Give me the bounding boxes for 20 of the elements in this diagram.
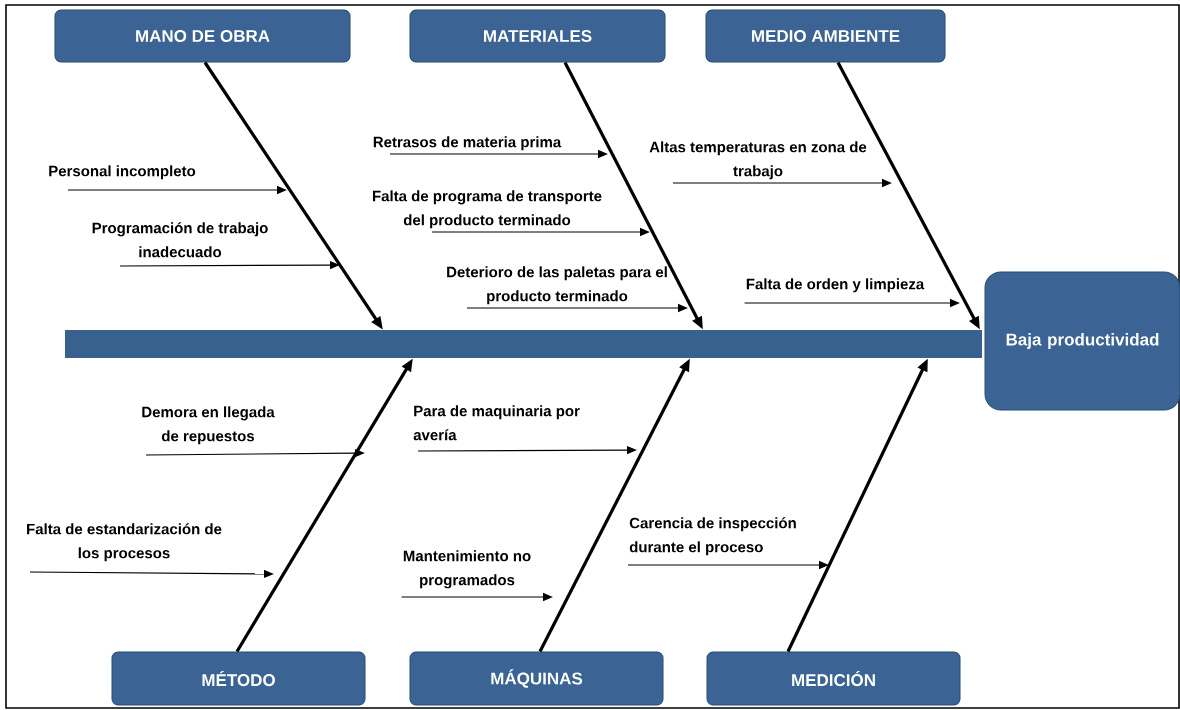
cause-text: Carencia de inspección durante el proceso: [629, 517, 796, 556]
cause-text: Deterioro de las paletas para el producto terminado: [447, 266, 667, 305]
cause-text: Falta de orden y limpieza: [746, 278, 925, 293]
cause-text: Programación de trabajo inadecuado: [92, 222, 268, 258]
category-box: MÁQUINAS: [409, 651, 664, 706]
category-box: MEDIO AMBIENTE: [705, 9, 946, 63]
cause-text: Personal incompleto: [49, 165, 196, 180]
cause-text: Retrasos de materia prima: [373, 136, 562, 151]
category-box: MÉTODO: [111, 651, 366, 706]
effect-box: Baja productividad: [984, 271, 1180, 411]
cause-text: Altas temperaturas en zona de trabajo: [649, 141, 867, 180]
category-box: MEDICIÓN: [706, 651, 961, 706]
cause-text: Mantenimiento no programados: [403, 550, 531, 589]
cause-text: Demora en llegada de repuestos: [142, 406, 275, 445]
cause-text: Falta de estandarización de los procesos: [27, 523, 222, 562]
spine-bar: [65, 330, 982, 358]
category-box: MATERIALES: [409, 9, 666, 63]
cause-text: Para de maquinaria por avería: [413, 405, 580, 441]
category-box: MANO DE OBRA: [54, 9, 351, 63]
cause-text: Falta de programa de transporte del producto terminado: [373, 190, 602, 229]
